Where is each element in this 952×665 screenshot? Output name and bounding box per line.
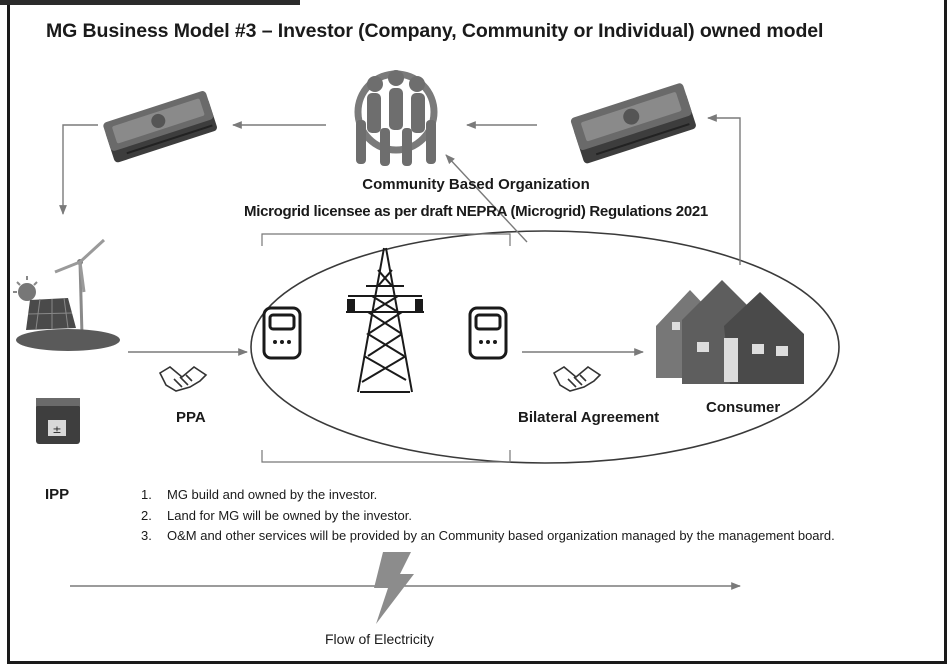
note-text: O&M and other services will be provided …	[167, 528, 835, 543]
top-bracket	[261, 233, 511, 246]
microgrid-ellipse	[250, 230, 840, 464]
list-item: 2. Land for MG will be owned by the inves…	[141, 506, 835, 527]
list-item: 1. MG build and owned by the investor.	[141, 485, 835, 506]
lightning-bolt-icon	[374, 552, 414, 624]
ppa-label: PPA	[176, 409, 206, 426]
flow-of-electricity-label: Flow of Electricity	[325, 631, 434, 647]
battery-icon: ±	[36, 398, 80, 444]
note-text: Land for MG will be owned by the investo…	[167, 507, 412, 523]
handshake-icon	[552, 366, 602, 392]
handshake-icon	[158, 366, 208, 392]
money-stack-icon	[103, 91, 217, 163]
diagram-frame	[7, 0, 947, 664]
flow-arrows	[59, 114, 741, 590]
note-number: 3.	[141, 528, 152, 543]
list-item: 3. O&M and other services will be provide…	[141, 526, 835, 547]
arrow-consumer-to-money	[707, 114, 741, 265]
ipp-label: IPP	[45, 486, 70, 503]
arrow-grid-to-community	[445, 154, 528, 243]
transmission-tower-icon	[346, 247, 424, 393]
header-bar-fragment	[0, 0, 300, 5]
smart-meter-icon	[262, 306, 302, 360]
community-org-label: Community Based Organization	[362, 176, 590, 193]
community-people-icon	[354, 70, 438, 166]
notes-list: 1. MG build and owned by the investor. 2.…	[141, 485, 835, 547]
consumer-label: Consumer	[706, 399, 781, 416]
bottom-bracket	[261, 450, 511, 463]
note-text: MG build and owned by the investor.	[167, 487, 378, 502]
smart-meter-icon	[468, 306, 508, 360]
solar-wind-icon	[13, 238, 120, 351]
svg-text:±: ±	[52, 423, 61, 436]
microgrid-licensee-label: Microgrid licensee as per draft NEPRA (M…	[244, 203, 708, 220]
arrow-money-to-generation	[59, 124, 98, 215]
bilateral-agreement-label: Bilateral Agreement	[518, 409, 660, 426]
page-title: MG Business Model #3 – Investor (Company…	[46, 20, 824, 42]
houses-icon	[656, 280, 804, 384]
note-number: 1.	[141, 487, 152, 502]
note-number: 2.	[141, 507, 152, 523]
money-stack-icon	[570, 83, 696, 164]
